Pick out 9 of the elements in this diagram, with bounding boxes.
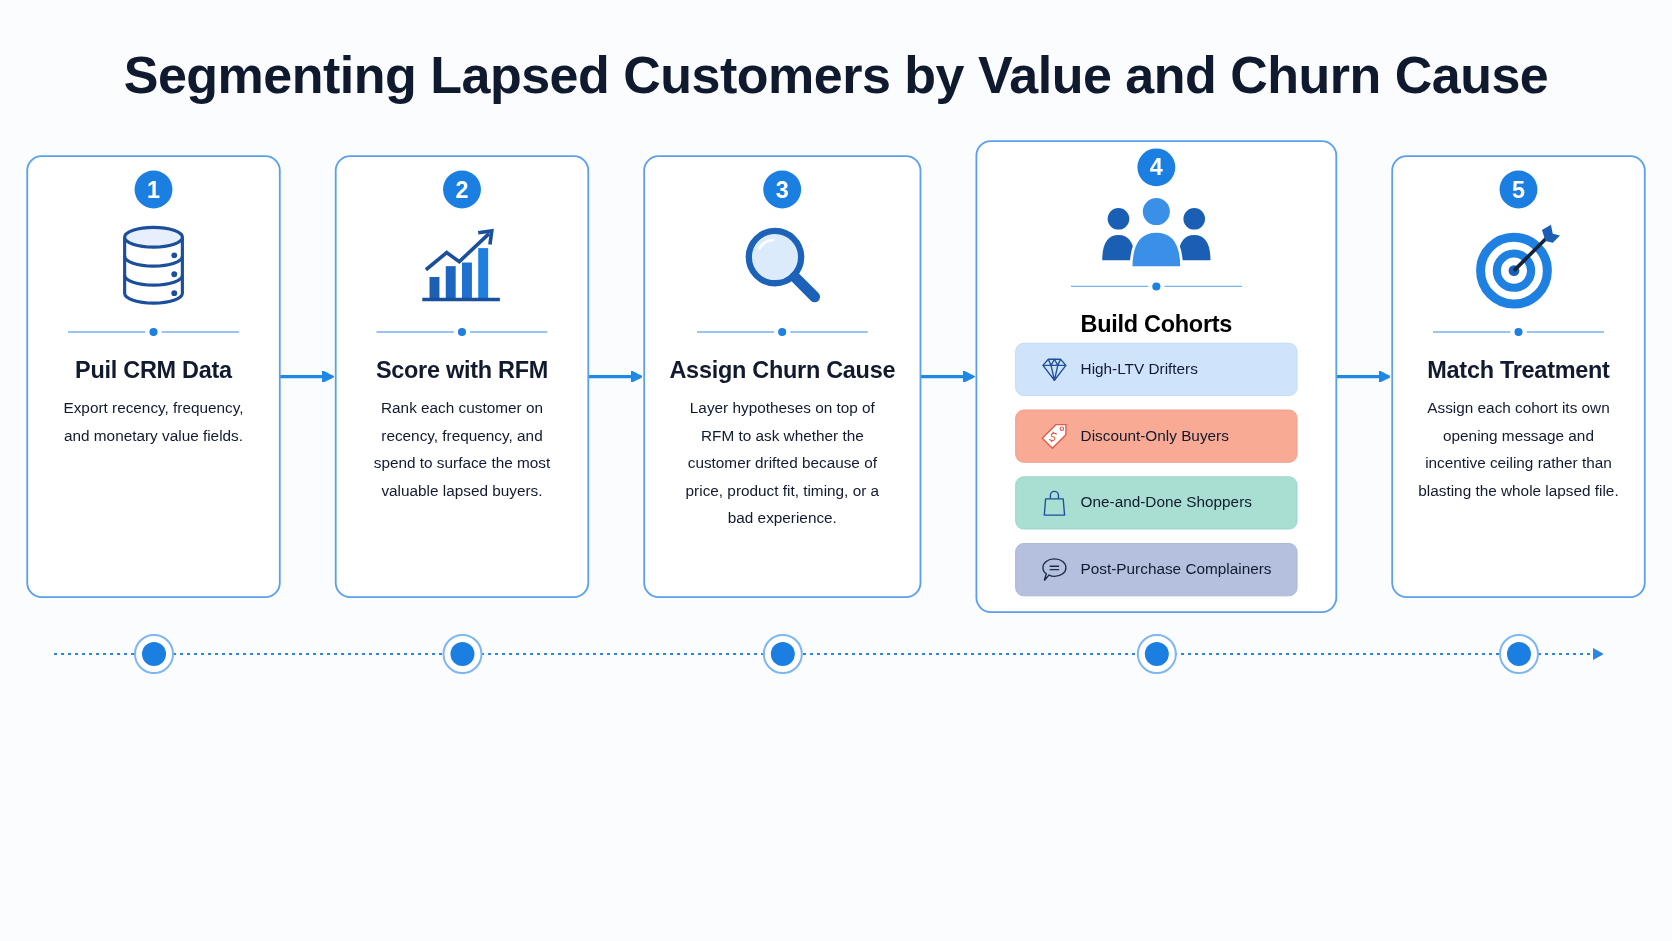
title: Segmenting Lapsed Customers by Value and Churn Cause bbox=[123, 46, 1549, 106]
arrow bbox=[920, 370, 976, 384]
node-box: Discount-Only Buyers bbox=[1015, 409, 1298, 463]
node-box: High-LTV Drifters bbox=[1015, 342, 1298, 396]
node-box: Post-Purchase Complainers bbox=[1015, 543, 1298, 597]
arrow bbox=[279, 370, 335, 384]
node-box: One-and-Done Shoppers bbox=[1015, 476, 1298, 530]
arrow bbox=[588, 370, 643, 384]
arrow bbox=[1336, 370, 1391, 384]
